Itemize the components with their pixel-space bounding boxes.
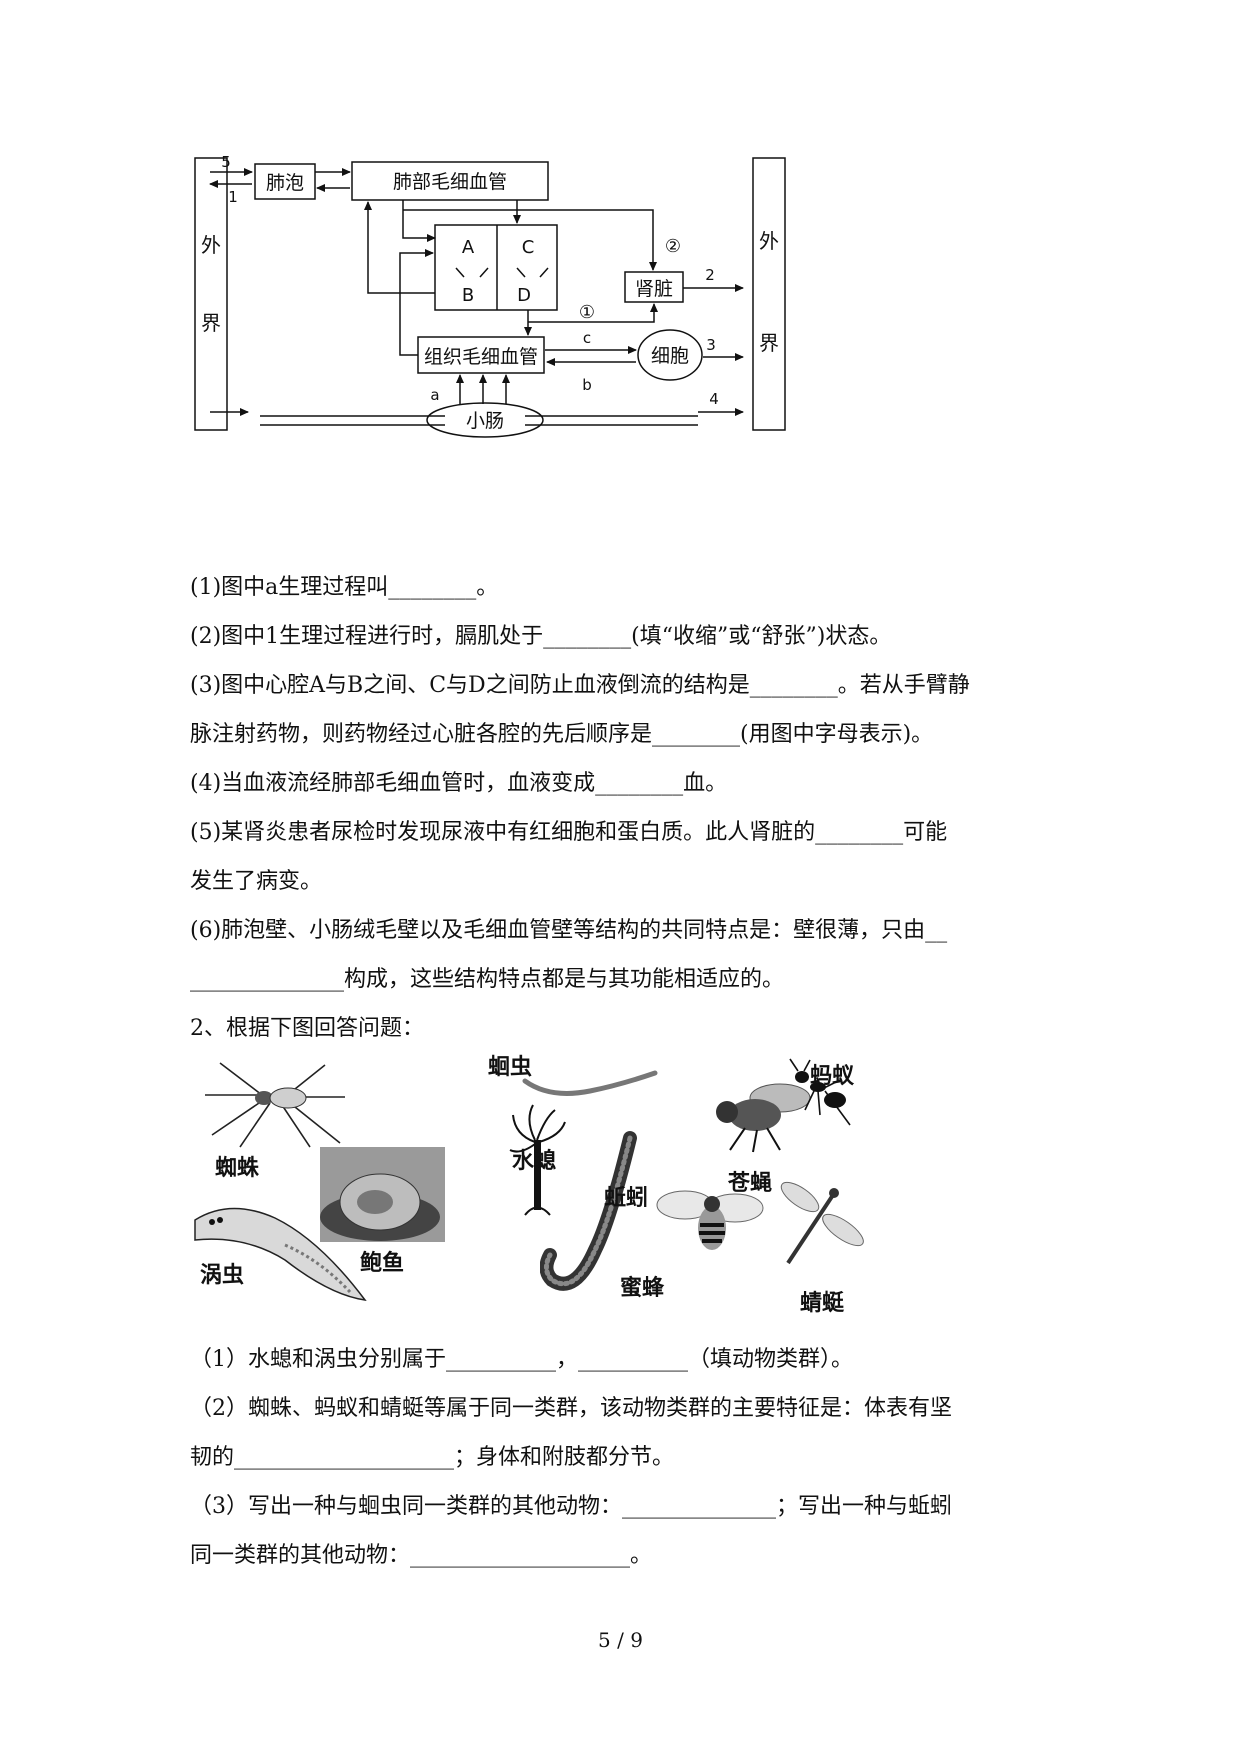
ant-label: 蚂蚁 [810,1064,855,1089]
kidney-label: 肾脏 [635,278,673,300]
number-4-label: 4 [709,390,719,408]
ant-image [789,1058,851,1126]
q2-title: 2、根据下图回答问题： [190,1016,424,1041]
q1-item-5-line2: 发生了病变。 [190,869,323,894]
q1-item-4: (4)当血液流经肺部毛细血管时，血液变成________血。 [190,771,728,796]
number-3-label: 3 [706,336,716,354]
q1-item-2: (2)图中1生理过程进行时，膈肌处于________(填“收缩”或“舒张”)状态… [190,624,892,649]
roundworm-label: 蛔虫 [488,1055,533,1080]
label-a: a [430,386,439,404]
q2-item-1: （1）水螅和涡虫分别属于__________，__________（填动物类群）… [190,1347,853,1372]
heart-box [434,224,558,311]
housefly-image [716,1083,811,1153]
bee-label: 蜜蜂 [620,1276,665,1301]
chamber-d-label: D [517,285,531,306]
label-c: c [583,329,591,347]
q2-item-3-line1: （3）写出一种与蛔虫同一类群的其他动物：______________；写出一种与… [190,1494,952,1519]
cell-label: 细胞 [651,345,689,367]
chamber-c-label: C [522,237,535,258]
q1-item-3-line1: (3)图中心腔A与B之间、C与D之间防止血液倒流的结构是________。若从手… [190,673,970,698]
abalone-label: 鲍鱼 [360,1251,405,1276]
label-b: b [582,376,592,394]
left-outside-box [194,157,228,431]
housefly-label: 苍蝇 [728,1171,773,1196]
roundworm-image [522,1070,658,1096]
tissue-capillary-label: 组织毛细血管 [424,346,538,368]
q2-item-2-line1: （2）蜘蛛、蚂蚁和蜻蜓等属于同一类群，该动物类群的主要特征是：体表有坚 [190,1396,952,1421]
intestine-ellipse [426,402,544,438]
page-number: 5 / 9 [598,1628,643,1652]
animals-figure: 蜘蛛 蛔虫 水螅 蚂蚁 苍蝇 蚯蚓 鲍鱼 涡虫 蜜蜂 蜻蜓 [190,1055,980,1320]
q1-item-5-line1: (5)某肾炎患者尿检时发现尿液中有红细胞和蛋白质。此人肾脏的________可能 [190,820,948,845]
q2-item-3-line2: 同一类群的其他动物：____________________。 [190,1543,653,1568]
alveoli-label: 肺泡 [266,172,304,194]
lung-capillary-box [351,161,549,201]
q2-item-2-line2: 韧的____________________；身体和附肢都分节。 [190,1445,675,1470]
planarian-image [194,1207,367,1301]
left-outside-char1: 外 [201,233,221,257]
alveoli-box [254,163,316,200]
lung-capillary-label: 肺部毛细血管 [393,171,507,193]
kidney-box [624,271,684,303]
small-intestine-label: 小肠 [466,410,504,432]
number-5-label: 5 [221,153,231,171]
chamber-b-label: B [462,285,474,306]
left-outside-char2: 界 [201,311,221,335]
circle-1-label: ① [579,302,595,323]
bee-image [656,1190,764,1250]
cell-circle [637,329,703,381]
q1-item-6-line2: ______________构成，这些结构特点都是与其功能相适应的。 [190,967,785,992]
number-1-label: 1 [228,188,238,206]
abalone-image [320,1147,445,1242]
right-outside-char1: 外 [759,229,779,253]
q1-item-6-line1: (6)肺泡壁、小肠绒毛壁以及毛细血管壁等结构的共同特点是：壁很薄，只由__ [190,918,948,943]
dragonfly-label: 蜻蜓 [800,1291,845,1316]
right-outside-box [752,157,786,431]
circulation-diagram: 外 界 外 界 肺泡 肺部毛细血管 组织毛细血管 肾脏 细胞 小肠 A C B … [194,153,786,438]
hydra-image [509,1104,566,1216]
spider-image [205,1062,345,1148]
spider-label: 蜘蛛 [215,1156,260,1181]
chamber-a-label: A [462,237,475,258]
right-outside-char2: 界 [759,331,779,355]
dragonfly-image [780,1181,864,1265]
circle-2-label: ② [665,236,681,257]
planarian-label: 涡虫 [200,1263,245,1288]
q1-item-3-line2: 脉注射药物，则药物经过心脏各腔的先后顺序是________(用图中字母表示)。 [190,722,934,747]
hydra-label: 水螅 [512,1149,557,1174]
number-2-label: 2 [705,266,715,284]
earthworm-image [540,1131,637,1291]
earthworm-label: 蚯蚓 [604,1186,649,1211]
q1-item-1: (1)图中a生理过程叫________。 [190,575,499,600]
